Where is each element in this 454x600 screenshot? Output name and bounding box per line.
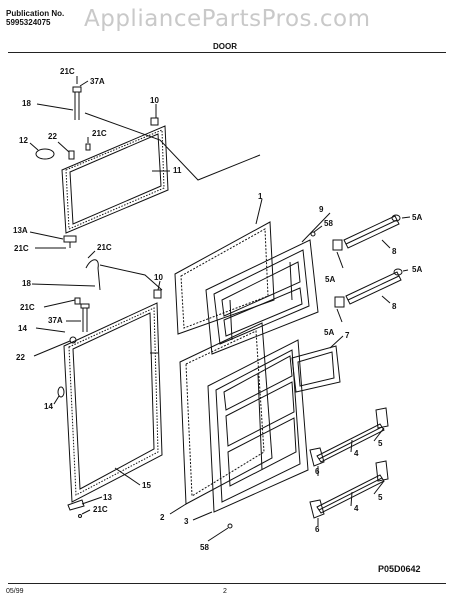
screw-58a (310, 231, 316, 237)
figure-code: P05D0642 (378, 564, 421, 574)
callout-10-b: 10 (154, 273, 163, 282)
callout-5-b: 5 (378, 493, 383, 502)
screw-22b (69, 336, 77, 344)
callout-9: 9 (319, 205, 324, 214)
callout-1: 1 (258, 192, 263, 201)
door-bin-4-lower (309, 460, 389, 519)
callout-5a-a: 5A (412, 213, 422, 222)
hinge-13 (67, 499, 85, 518)
callout-18-b: 18 (22, 279, 31, 288)
screw-21c-b (85, 143, 91, 151)
publication-number: 5995324075 (6, 18, 51, 27)
footer-page-number: 2 (223, 588, 227, 595)
leader-lines-lower (31, 250, 163, 515)
hinge-10b (153, 289, 162, 299)
fresh-food-door-panel (63, 302, 163, 503)
footer-rule (8, 583, 446, 584)
callout-21c-c: 21C (14, 244, 29, 253)
door-bin-4-upper (309, 407, 389, 467)
section-title: DOOR (213, 42, 237, 51)
callout-6-b: 6 (315, 525, 320, 534)
callout-2: 2 (160, 513, 165, 522)
washer-12 (35, 148, 55, 160)
callout-37a-a: 37A (90, 77, 105, 86)
callout-58-a: 58 (324, 219, 333, 228)
fresh-food-liner-3 (207, 339, 309, 513)
leader-lines-right (336, 216, 411, 323)
callout-5-a: 5 (378, 439, 383, 448)
callout-3: 3 (184, 517, 189, 526)
fresh-food-gasket-2 (179, 322, 273, 505)
lower-hinge-rod (80, 303, 90, 332)
callout-5a-b: 5A (412, 265, 422, 274)
callout-8-b: 8 (392, 302, 397, 311)
callout-21c-f: 21C (93, 505, 108, 514)
publication-label: Publication No. (6, 9, 65, 18)
leader-lines-upper (29, 80, 263, 249)
callout-5a-c: 5A (325, 275, 335, 284)
header-rule (8, 52, 446, 53)
callout-4-a: 4 (354, 449, 359, 458)
shelf-8-lower (334, 268, 403, 308)
screw-21c-e (74, 297, 81, 305)
callout-22-b: 22 (16, 353, 25, 362)
freezer-gasket-1 (174, 221, 275, 335)
callout-14-b: 14 (44, 402, 53, 411)
shelf-8-upper (332, 214, 401, 251)
callout-6-a: 6 (315, 467, 320, 476)
callout-13a: 13A (13, 226, 28, 235)
callout-22-a: 22 (48, 132, 57, 141)
callout-21c-a: 21C (60, 67, 75, 76)
stop-14b (57, 386, 65, 398)
callout-58-b: 58 (200, 543, 209, 552)
callout-8-a: 8 (392, 247, 397, 256)
cable-18 (85, 259, 101, 291)
hinge-10a (150, 117, 159, 126)
callout-13: 13 (103, 493, 112, 502)
callout-14-a: 14 (18, 324, 27, 333)
site-watermark: AppliancePartsPros.com (84, 6, 371, 32)
freezer-liner-9 (205, 239, 319, 355)
callout-21c-e: 21C (20, 303, 35, 312)
screw-58b (227, 523, 233, 529)
footer-date: 05/99 (6, 588, 24, 595)
callout-4-b: 4 (354, 504, 359, 513)
callout-15: 15 (142, 481, 151, 490)
screw-22a (68, 150, 75, 160)
callout-21c-d: 21C (97, 243, 112, 252)
leader-lines-center (169, 212, 344, 542)
callout-labels: 21C 37A 18 10 12 22 21C 11 1 13A 21C 21C… (13, 67, 422, 552)
leader-lines-bins (317, 427, 385, 526)
hinge-13a (63, 235, 77, 248)
callout-7: 7 (345, 331, 350, 340)
callout-11: 11 (173, 166, 182, 175)
upper-hinge-rod (72, 76, 82, 120)
callout-21c-b: 21C (92, 129, 107, 138)
callout-5a-d: 5A (324, 328, 334, 337)
callout-18-a: 18 (22, 99, 31, 108)
callout-12: 12 (19, 136, 28, 145)
callout-10-a: 10 (150, 96, 159, 105)
callout-37a-b: 37A (48, 316, 63, 325)
dairy-door-7 (291, 345, 341, 393)
freezer-door-panel (61, 125, 169, 234)
